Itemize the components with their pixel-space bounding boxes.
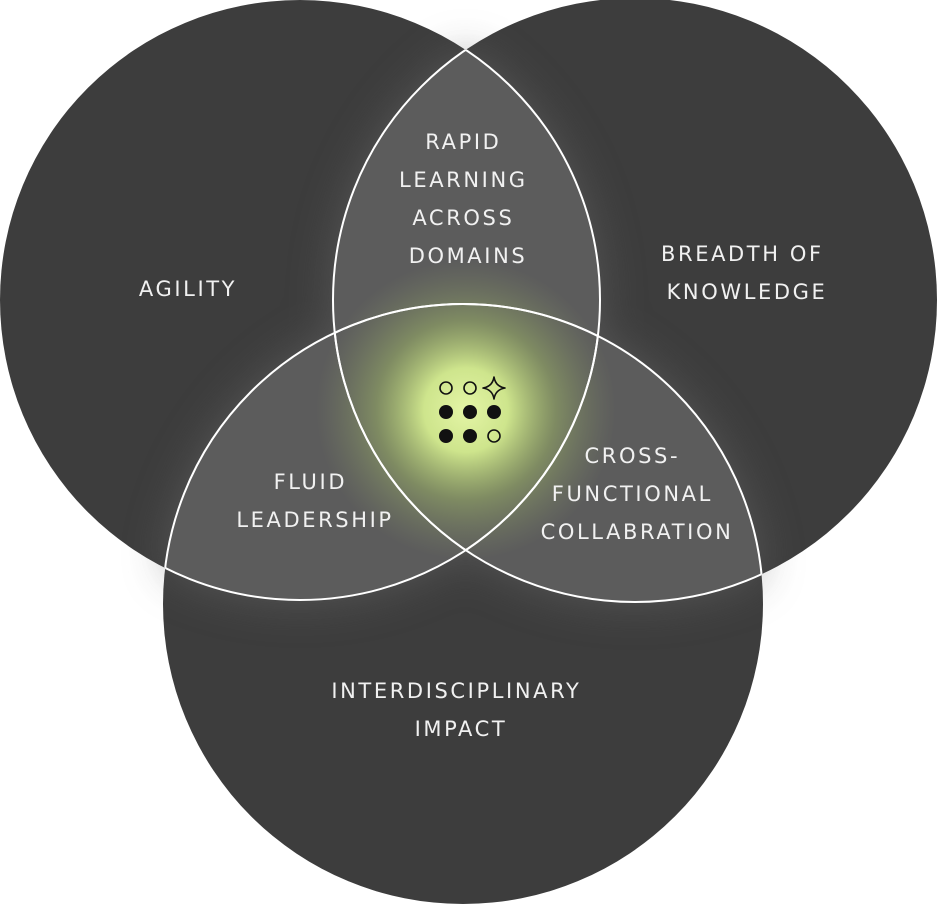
sparkle-icon xyxy=(482,376,506,400)
label-line: LEADERSHIP xyxy=(236,508,393,532)
label-cross-functional-collabration: CROSS- FUNCTIONAL COLLABRATION xyxy=(541,444,734,544)
label-line: LEARNING xyxy=(399,168,528,192)
label-line: COLLABRATION xyxy=(541,520,734,544)
label-line: IMPACT xyxy=(415,717,508,741)
label-fluid-leadership: FLUID LEADERSHIP xyxy=(236,470,393,532)
label-line: CROSS- xyxy=(585,444,681,468)
label-line: BREADTH OF xyxy=(661,242,824,266)
label-line: RAPID xyxy=(425,130,501,154)
label-line: AGILITY xyxy=(139,277,237,301)
label-line: DOMAINS xyxy=(409,244,528,268)
label-interdisciplinary-impact: INTERDISCIPLINARY IMPACT xyxy=(331,679,590,741)
label-line: KNOWLEDGE xyxy=(667,280,828,304)
label-line: FLUID xyxy=(274,470,347,494)
label-breadth-of-knowledge: BREADTH OF KNOWLEDGE xyxy=(661,242,833,304)
label-line: FUNCTIONAL xyxy=(552,482,713,506)
dot-grid-sparkle-icon xyxy=(439,376,506,443)
label-agility: AGILITY xyxy=(139,277,237,301)
label-rapid-learning-across-domains: RAPID LEARNING ACROSS DOMAINS xyxy=(399,130,537,268)
label-line: ACROSS xyxy=(412,206,514,230)
label-line: INTERDISCIPLINARY xyxy=(331,679,581,703)
